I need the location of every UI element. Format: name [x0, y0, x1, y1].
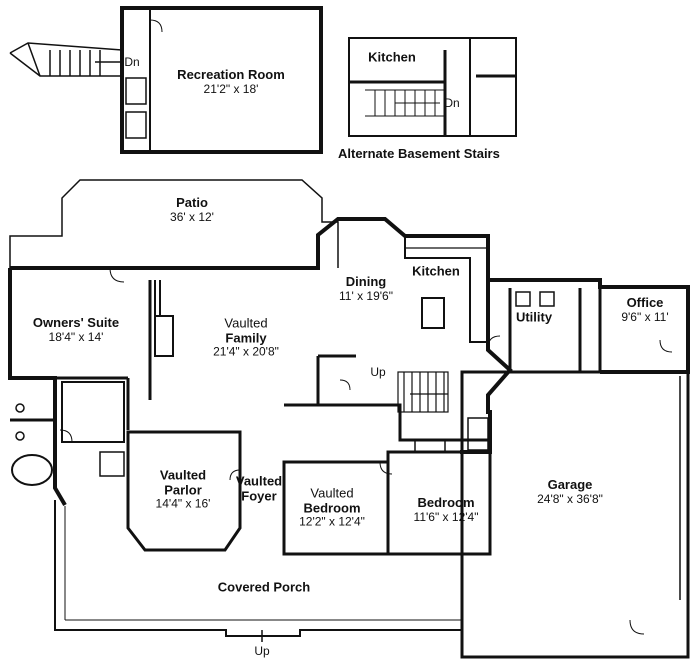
owners-suite-walls	[10, 280, 152, 486]
alternate-stairs-caption: Alternate Basement Stairs	[338, 146, 500, 161]
basement-dn-label: Dn	[124, 55, 140, 69]
fireplace	[154, 280, 174, 357]
main-stair	[397, 371, 449, 413]
stair-up-label: Up	[370, 365, 386, 379]
basement-recreation-outline	[120, 6, 323, 154]
kitchen-counters	[404, 236, 488, 343]
alt-dn-label: Dn	[444, 96, 460, 110]
bedroom-walls	[238, 354, 492, 556]
alternate-stairs-inset	[348, 37, 517, 137]
porch-up-label: Up	[254, 644, 270, 658]
covered-porch-outline	[54, 500, 462, 637]
patio-outline	[9, 179, 339, 268]
parlor-walls	[126, 430, 242, 552]
utility-office-walls	[508, 287, 602, 372]
basement-stair	[9, 42, 123, 77]
garage-walls	[460, 370, 690, 659]
door-swings	[59, 267, 673, 635]
